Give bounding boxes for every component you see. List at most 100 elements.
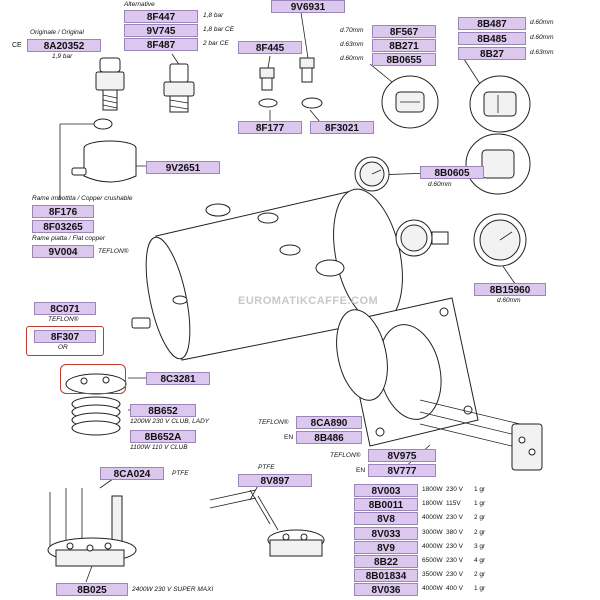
pressure-gauge-round — [381, 75, 439, 129]
part-8B27[interactable]: 8B27 — [458, 47, 526, 60]
part-8B652[interactable]: 8B652 — [130, 404, 196, 417]
fittings — [258, 57, 323, 109]
element-row-groups: 2 gr — [474, 514, 486, 521]
part-8B486[interactable]: 8B486 — [296, 431, 362, 444]
element-row-code[interactable]: 8V8 — [354, 512, 418, 525]
part-8F445[interactable]: 8F445 — [238, 41, 302, 54]
part-8B0655[interactable]: 8B0655 — [372, 53, 436, 66]
part-8C3281[interactable]: 8C3281 — [146, 372, 210, 385]
part-8F567[interactable]: 8F567 — [372, 25, 436, 38]
header-ce: CE — [12, 42, 22, 49]
heating-element-main — [419, 399, 543, 471]
gasket-ring — [93, 118, 113, 130]
element-row-volt: 380 V — [446, 529, 463, 536]
element-row-code[interactable]: 8V033 — [354, 527, 418, 540]
part-8F03265[interactable]: 8F03265 — [32, 220, 94, 233]
heating-element-large — [47, 488, 137, 567]
part-8F487[interactable]: 8F487 — [124, 38, 198, 51]
spec-8F447: 1,8 bar — [203, 12, 224, 19]
watermark: EUROMATIKCAFFE.COM — [238, 295, 379, 307]
en-note-2: EN — [356, 467, 366, 474]
element-row-volt: 230 V — [446, 557, 463, 564]
element-row-watt: 1800W — [422, 486, 443, 493]
element-row-watt: 3000W — [422, 529, 443, 536]
element-row-groups: 1 gr — [474, 500, 486, 507]
spec-8B0655: d.60mm — [340, 55, 364, 62]
part-9V6931[interactable]: 9V6931 — [271, 0, 345, 13]
spec-8B15960: d.60mm — [497, 297, 521, 304]
part-8B652A[interactable]: 8B652A — [130, 430, 196, 443]
spec-8F567: d.70mm — [340, 27, 364, 34]
coil-heater — [65, 373, 127, 436]
safety-valve-original — [95, 57, 125, 111]
element-row-volt: 230 V — [446, 514, 463, 521]
part-8B0605[interactable]: 8B0605 — [420, 166, 484, 179]
part-8F307[interactable]: 8F307 — [34, 330, 96, 343]
part-8B271[interactable]: 8B271 — [372, 39, 436, 52]
spec-8B025: 2400W 230 V SUPER MAXI — [132, 586, 214, 593]
part-8V777[interactable]: 8V777 — [368, 464, 436, 477]
element-row-code[interactable]: 8B0011 — [354, 498, 418, 511]
spec-8B485: d.60mm — [530, 34, 554, 41]
part-8C071[interactable]: 8C071 — [34, 302, 96, 315]
highlight-box-gasket — [60, 364, 126, 394]
part-8B485[interactable]: 8B485 — [458, 32, 526, 45]
part-8B487[interactable]: 8B487 — [458, 17, 526, 30]
spec-8B652: 1200W 230 V CLUB, LADY — [130, 418, 210, 425]
gauge-8B15960 — [473, 213, 527, 267]
part-8V897[interactable]: 8V897 — [238, 474, 312, 487]
safety-valve-alternative — [163, 63, 195, 113]
part-8F176[interactable]: 8F176 — [32, 205, 94, 218]
part-8CA024[interactable]: 8CA024 — [100, 467, 164, 480]
element-row-watt: 3500W — [422, 571, 443, 578]
spec-8A20352: 1,9 bar — [52, 53, 73, 60]
part-8F447[interactable]: 8F447 — [124, 10, 198, 23]
header-original: Originale / Original — [30, 29, 84, 36]
heating-element-ptfe — [209, 489, 325, 557]
element-row-volt: 230 V — [446, 571, 463, 578]
part-8CA890[interactable]: 8CA890 — [296, 416, 362, 429]
part-8B025[interactable]: 8B025 — [56, 583, 128, 596]
teflon-note-2: TEFLON® — [48, 316, 79, 323]
part-8F3021[interactable]: 8F3021 — [310, 121, 374, 134]
element-row-code[interactable]: 8B22 — [354, 555, 418, 568]
ptfe-note-1: PTFE — [172, 470, 189, 477]
header-copper-crushable: Rame imbottita / Copper crushable — [32, 195, 133, 202]
element-row-watt: 4000W — [422, 585, 443, 592]
element-row-groups: 1 gr — [474, 585, 486, 592]
part-9V004[interactable]: 9V004 — [32, 245, 94, 258]
part-8B15960[interactable]: 8B15960 — [474, 283, 546, 296]
element-row-groups: 2 gr — [474, 571, 486, 578]
element-row-volt: 115V — [446, 500, 461, 507]
thermometer-small — [354, 156, 390, 192]
spec-8B0605: d.60mm — [428, 181, 452, 188]
element-row-groups: 2 gr — [474, 529, 486, 536]
element-row-code[interactable]: 8V003 — [354, 484, 418, 497]
element-row-watt: 6500W — [422, 557, 443, 564]
part-9V2651[interactable]: 9V2651 — [146, 161, 220, 174]
part-8F177[interactable]: 8F177 — [238, 121, 302, 134]
ptfe-note-2: PTFE — [258, 464, 275, 471]
teflon-note-3: TEFLON® — [258, 419, 289, 426]
spec-8B271: d.63mm — [340, 41, 364, 48]
element-row-code[interactable]: 8B01834 — [354, 569, 418, 582]
element-row-volt: 230 V — [446, 486, 463, 493]
element-row-volt: 400 V — [446, 585, 463, 592]
element-row-watt: 4000W — [422, 514, 443, 521]
pressure-gauge-square — [469, 75, 531, 133]
element-row-code[interactable]: 8V036 — [354, 583, 418, 596]
element-row-watt: 4000W — [422, 543, 443, 550]
part-8A20352[interactable]: 8A20352 — [27, 39, 101, 52]
teflon-note-4: TEFLON® — [330, 452, 361, 459]
part-8V975[interactable]: 8V975 — [368, 449, 436, 462]
element-row-groups: 1 gr — [474, 486, 486, 493]
part-9V745[interactable]: 9V745 — [124, 24, 198, 37]
element-row-groups: 3 gr — [474, 543, 486, 550]
element-row-groups: 4 gr — [474, 557, 486, 564]
header-alternative: Alternative — [124, 1, 155, 8]
spec-8B27: d.63mm — [530, 49, 554, 56]
element-row-code[interactable]: 8V9 — [354, 541, 418, 554]
spec-8B652A: 1100W 110 V CLUB — [130, 444, 188, 451]
